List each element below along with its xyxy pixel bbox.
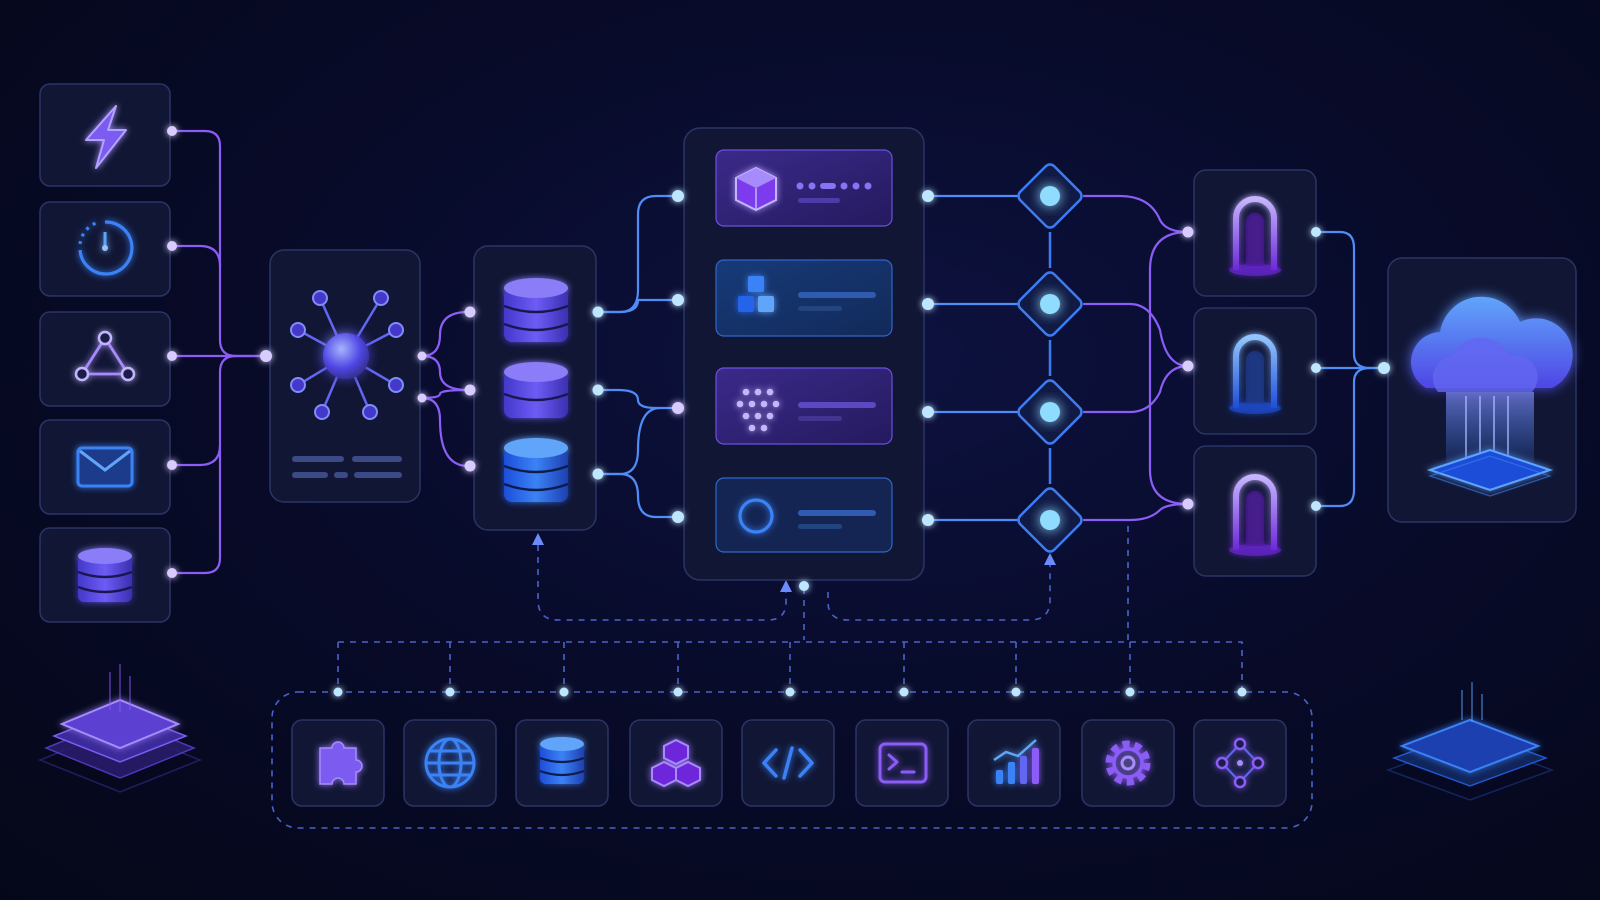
portal-column (1193, 169, 1317, 577)
globe-icon (424, 737, 476, 789)
tool-toolbar (291, 719, 1287, 807)
processing-card-cubes[interactable] (715, 259, 893, 337)
chart-icon (993, 739, 1039, 784)
platform-right (1385, 682, 1555, 801)
source-card-database[interactable] (39, 527, 171, 623)
gateway-column (1016, 162, 1084, 554)
feedback-dashed-lines (271, 526, 1313, 829)
gateway-node-3[interactable] (1016, 378, 1084, 446)
hub-network-icon (290, 290, 404, 420)
source-card-lightning[interactable] (39, 83, 171, 187)
platform-left (37, 664, 203, 793)
circle-card-placeholder (798, 510, 876, 529)
portal-card-2[interactable] (1193, 307, 1317, 435)
tool-button-code[interactable] (741, 719, 835, 807)
processing-card-cube[interactable] (715, 149, 893, 227)
hub-to-storage-wires (420, 310, 470, 468)
lightning-icon (85, 105, 127, 169)
connection-dots (167, 126, 1390, 697)
circle-icon (738, 498, 774, 534)
cubes-icon (651, 738, 701, 788)
processing-card-grid[interactable] (715, 367, 893, 445)
tool-button-nodes[interactable] (1193, 719, 1287, 807)
tool-button-chart[interactable] (967, 719, 1061, 807)
database-icon (503, 362, 569, 418)
tool-button-gear[interactable] (1081, 719, 1175, 807)
cloud-card[interactable] (1387, 257, 1577, 523)
gateway-node-1[interactable] (1016, 162, 1084, 230)
network-triangle-icon (74, 330, 136, 382)
cube-icon (735, 166, 777, 212)
processing-panel (683, 127, 925, 581)
gateway-to-portal-wires (1082, 194, 1190, 522)
timer-icon (78, 220, 134, 276)
puzzle-icon (319, 741, 363, 785)
nodes-icon (1215, 737, 1265, 789)
portal-card-3[interactable] (1193, 445, 1317, 577)
cloud-icon (1410, 296, 1573, 497)
cube-card-placeholder (796, 182, 872, 203)
source-card-network[interactable] (39, 311, 171, 407)
tool-button-cubes[interactable] (629, 719, 723, 807)
cubes-icon (738, 276, 774, 312)
database-icon (77, 548, 133, 602)
database-icon (503, 278, 569, 342)
arch-portal-icon (1229, 474, 1281, 556)
source-card-timer[interactable] (39, 201, 171, 297)
terminal-icon (878, 742, 928, 784)
code-icon (762, 746, 814, 780)
source-wires (170, 129, 264, 575)
processing-to-gateway-wires (926, 194, 1052, 522)
database-icon (503, 438, 569, 502)
gateway-node-2[interactable] (1016, 270, 1084, 338)
portal-card-1[interactable] (1193, 169, 1317, 297)
arch-portal-icon (1229, 334, 1281, 414)
gear-icon (1105, 740, 1151, 786)
cubes-card-placeholder (798, 292, 876, 311)
storage-to-processing-wires (596, 194, 680, 519)
tool-button-terminal[interactable] (855, 719, 949, 807)
source-card-mail[interactable] (39, 419, 171, 515)
portal-to-cloud-wires (1314, 230, 1386, 508)
arch-portal-icon (1229, 196, 1281, 276)
processing-card-circle[interactable] (715, 477, 893, 553)
tool-button-puzzle[interactable] (291, 719, 385, 807)
dot-grid-icon (736, 388, 780, 432)
grid-card-placeholder (798, 402, 876, 421)
mail-icon (76, 446, 134, 488)
hub-card[interactable] (269, 249, 421, 503)
tool-button-globe[interactable] (403, 719, 497, 807)
hub-placeholder-lines (292, 456, 402, 478)
tool-button-database[interactable] (515, 719, 609, 807)
storage-card[interactable] (473, 245, 597, 531)
source-column (39, 83, 171, 623)
gateway-node-4[interactable] (1016, 486, 1084, 554)
database-icon (539, 737, 585, 784)
